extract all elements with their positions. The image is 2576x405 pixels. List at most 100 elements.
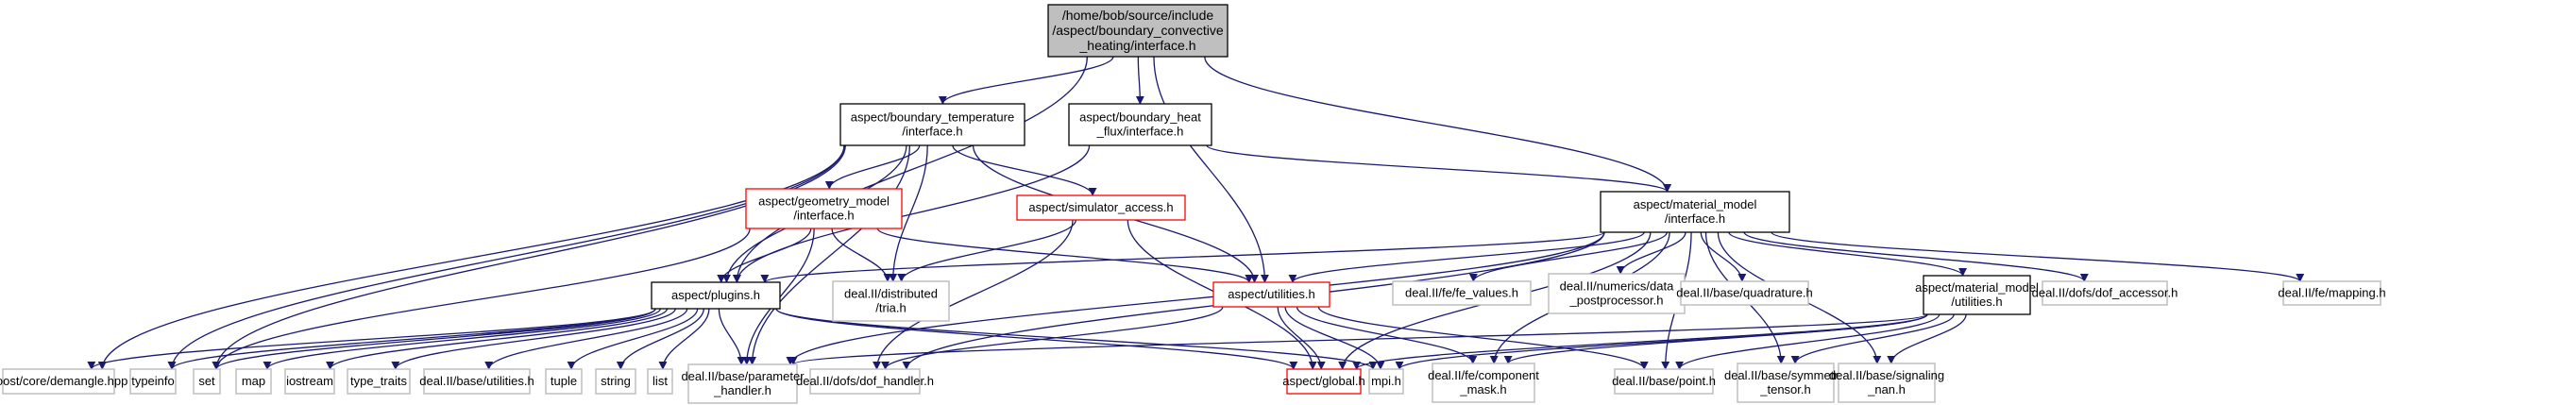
node-tuple[interactable]: tuple [545,368,583,395]
node-mmutil-box[interactable] [1923,275,2031,315]
node-gm[interactable]: aspect/geometry_model/interface.h [745,188,903,229]
node-param[interactable]: deal.II/base/parameter_handler.h [681,363,805,404]
node-list-box[interactable] [647,368,673,395]
node-bhf[interactable]: aspect/boundary_heat_flux/interface.h [1068,103,1212,146]
node-dofh-box[interactable] [809,368,921,395]
node-mm-box[interactable] [1600,191,1790,233]
node-string-box[interactable] [595,368,636,395]
edge-mm-to-datapp [1616,231,1686,275]
node-bt-box[interactable] [839,103,1025,146]
node-nan[interactable]: deal.II/base/signaling_nan.h [1829,363,1944,403]
node-compmask[interactable]: deal.II/fe/component_mask.h [1428,363,1539,403]
node-demangle[interactable]: boost/core/demangle.hpp [0,368,127,395]
node-mpi[interactable]: mpi.h [1368,368,1404,395]
node-typeinfo-box[interactable] [129,368,177,395]
node-bhf-box[interactable] [1068,103,1212,146]
node-demangle-label-line: boost/core/demangle.hpp [0,374,127,388]
node-iostream-box[interactable] [284,368,335,395]
node-mm[interactable]: aspect/material_model/interface.h [1600,191,1790,233]
node-global-box[interactable] [1286,368,1362,395]
edge-plugins-to-typeinfo [167,308,656,370]
edge-plugins-to-tuple [567,308,699,370]
node-mpi-box[interactable] [1368,368,1404,395]
node-compmask-label-line: deal.II/fe/component [1428,368,1539,382]
node-demangle-box[interactable] [2,368,115,395]
node-map[interactable]: map [235,368,272,395]
node-global[interactable]: aspect/global.h [1282,368,1365,395]
node-typetraits[interactable]: type_traits [347,368,411,395]
node-root[interactable]: /home/bob/source/include/aspect/boundary… [1047,4,1229,58]
node-quad[interactable]: deal.II/base/quadrature.h [1676,280,1813,306]
node-symt-box[interactable] [1737,363,1835,403]
edge-gm-to-plugins [717,228,812,283]
node-typeinfo[interactable]: typeinfo [129,368,177,395]
node-iostream[interactable]: iostream [284,368,335,395]
edge-bt-to-set [212,144,846,370]
node-symt[interactable]: deal.II/base/symmetric_tensor.h [1724,363,1848,403]
node-typeinfo-label-line: typeinfo [131,374,175,388]
edge-plugins-to-baseutil [484,308,688,370]
node-mmutil-label-line: /utilities.h [1951,295,2002,309]
node-gm-box[interactable] [745,188,903,229]
node-dofacc[interactable]: deal.II/dofs/dof_accessor.h [2032,280,2178,306]
node-point-label-line: deal.II/base/point.h [1612,374,1716,388]
edge-plugins-to-string [616,308,704,370]
node-baseutil-box[interactable] [423,368,531,395]
node-compmask-box[interactable] [1432,363,1535,403]
node-param-label-line: deal.II/base/parameter [681,369,805,383]
node-sa[interactable]: aspect/simulator_access.h [1016,194,1186,221]
edge-sa-to-tria [897,219,1076,282]
node-string[interactable]: string [595,368,636,395]
node-point-box[interactable] [1614,368,1714,395]
edge-plugins-to-typetraits [391,308,676,370]
node-dofh[interactable]: deal.II/dofs/dof_handler.h [796,368,934,395]
node-bt[interactable]: aspect/boundary_temperature/interface.h [839,103,1025,146]
node-mapping-box[interactable] [2282,280,2381,306]
node-quad-box[interactable] [1680,280,1809,306]
edge-root-to-util [1153,56,1269,283]
node-dofacc-box[interactable] [2042,280,2168,306]
node-list[interactable]: list [647,368,673,395]
node-baseutil[interactable]: deal.II/base/utilities.h [419,368,534,395]
node-set[interactable]: set [193,368,221,395]
node-mapping[interactable]: deal.II/fe/mapping.h [2278,280,2386,306]
node-plugins[interactable]: aspect/plugins.h [651,281,781,310]
node-util[interactable]: aspect/utilities.h [1212,281,1330,308]
node-compmask-label-line: _mask.h [1459,382,1506,397]
node-plugins-box[interactable] [651,281,781,310]
node-tria[interactable]: deal.II/distributed/tria.h [832,280,950,322]
node-datapp[interactable]: deal.II/numerics/data_postprocessor.h [1548,273,1686,314]
node-point[interactable]: deal.II/base/point.h [1612,368,1716,395]
node-util-label-line: aspect/utilities.h [1228,287,1315,301]
node-mapping-label-line: deal.II/fe/mapping.h [2278,286,2385,300]
node-set-box[interactable] [193,368,221,395]
node-gm-label-line: aspect/geometry_model [758,194,890,209]
edge-mmutil-to-global [1352,313,1928,370]
edge-mm-to-fevalues [1468,231,1669,282]
node-datapp-box[interactable] [1548,273,1686,314]
edge-plugins-to-set [212,308,656,370]
node-nan-box[interactable] [1838,363,1936,403]
edge-util-to-compmask [1296,306,1478,364]
node-root-box[interactable] [1047,4,1229,58]
edge-bhf-to-mm [1206,144,1671,193]
node-tuple-box[interactable] [545,368,583,395]
node-sa-box[interactable] [1016,194,1186,221]
node-bt-label-line: /interface.h [902,125,962,139]
node-mmutil[interactable]: aspect/material_model/utilities.h [1915,275,2039,315]
edge-sa-to-dofh [873,219,1074,370]
node-typetraits-box[interactable] [347,368,411,395]
node-param-box[interactable] [687,363,798,404]
edge-gm-to-util [876,228,1254,283]
node-util-box[interactable] [1212,281,1330,308]
node-fevalues[interactable]: deal.II/fe/fe_values.h [1392,280,1532,306]
edge-util-to-dofh [881,306,1224,370]
node-tria-box[interactable] [832,280,950,322]
node-iostream-label-line: iostream [286,374,333,388]
node-fevalues-box[interactable] [1392,280,1532,306]
node-map-box[interactable] [235,368,272,395]
node-set-label-line: set [198,374,215,388]
node-quad-label-line: deal.II/base/quadrature.h [1676,286,1813,300]
node-string-label-line: string [601,374,631,388]
node-list-label-line: list [652,374,668,388]
